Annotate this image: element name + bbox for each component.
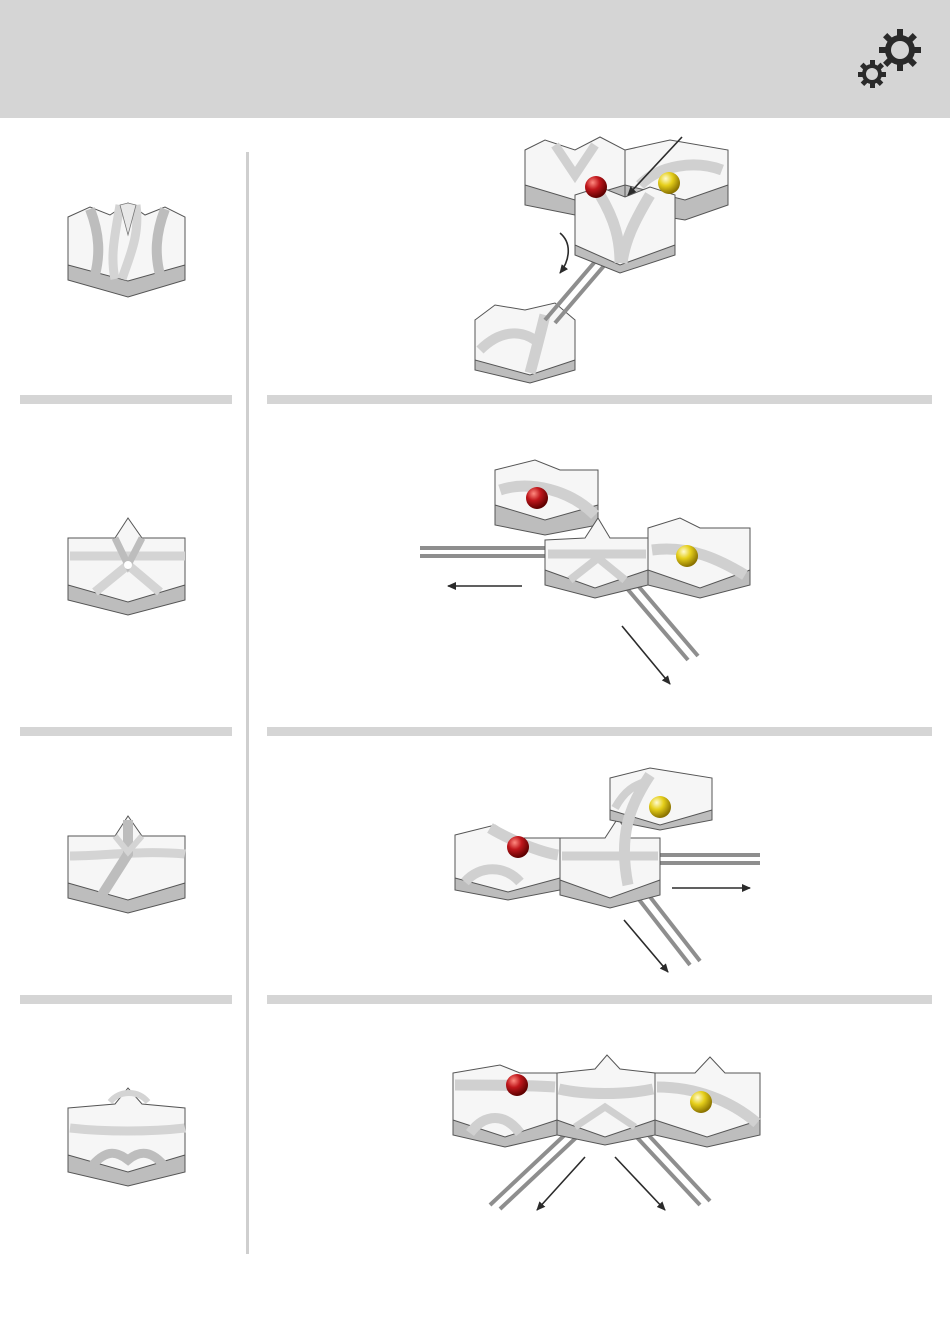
- row-separator-left: [20, 727, 232, 736]
- split-marble-run: [445, 1045, 775, 1220]
- three-way-junction-tile-icon: [60, 510, 195, 620]
- row-separator-right: [267, 395, 932, 404]
- crossing-marble-run: [450, 760, 770, 985]
- switch-marble-run: [460, 125, 760, 395]
- row-separator-right: [267, 727, 932, 736]
- split-tile-icon: [60, 1080, 195, 1190]
- three-way-junction-marble-run: [420, 450, 780, 695]
- column-divider: [246, 152, 249, 1254]
- gears-icon: [850, 24, 930, 96]
- row-separator-left: [20, 995, 232, 1004]
- page-header: [0, 0, 950, 118]
- row-separator-right: [267, 995, 932, 1004]
- row-separator-left: [20, 395, 232, 404]
- crossing-tile-icon: [60, 808, 195, 918]
- switch-tile-icon: [60, 195, 195, 305]
